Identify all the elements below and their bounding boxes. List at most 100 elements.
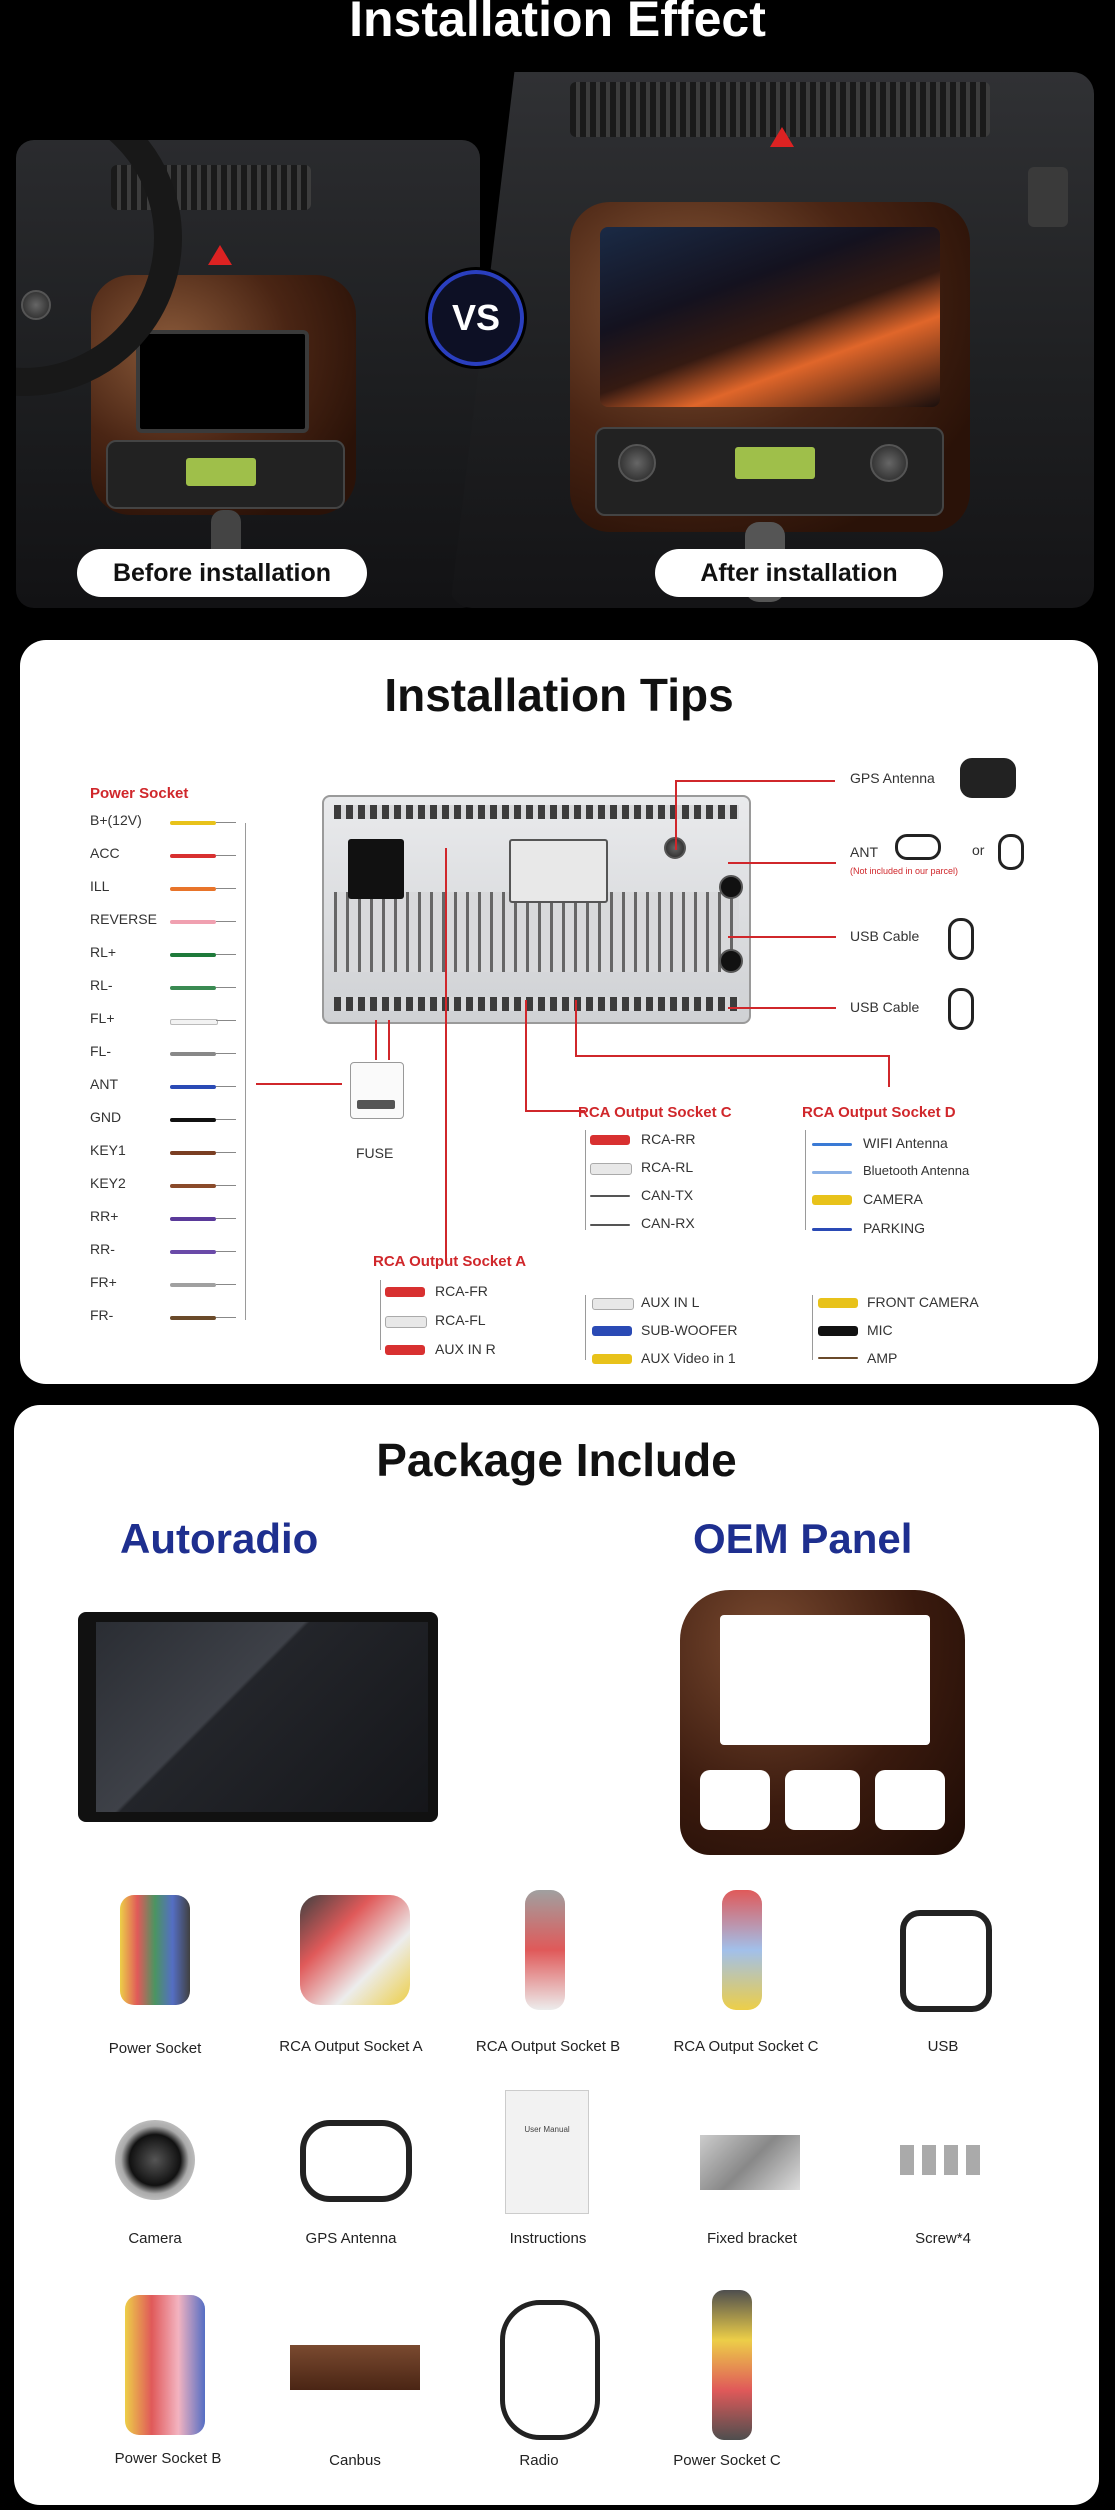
power-wire-label: KEY2 [90, 1175, 126, 1191]
knob [870, 444, 908, 482]
package-item-label: Canbus [329, 2452, 381, 2469]
power-socket-b-thumb [125, 2295, 205, 2435]
guide-line [525, 1110, 585, 1112]
power-wire-color [170, 1052, 216, 1056]
climate-display [735, 447, 815, 479]
power-wire-line [216, 822, 236, 823]
rca-socket-a-thumb [300, 1895, 410, 2005]
power-wire-color [170, 1184, 216, 1188]
ant-adapter-alt-icon [998, 834, 1024, 870]
socket-a-item: AUX IN R [435, 1341, 496, 1357]
usb-port [719, 949, 743, 973]
guide-line [675, 780, 835, 782]
power-wire-label: ACC [90, 845, 120, 861]
gps-antenna-label: GPS Antenna [850, 770, 935, 786]
usb-cable-label-2: USB Cable [850, 999, 920, 1015]
power-wire-line [216, 1218, 236, 1219]
manual-text: User Manual [524, 2125, 570, 2134]
cam-item: MIC [867, 1322, 893, 1338]
aux-item: AUX Video in 1 [641, 1350, 736, 1366]
power-wire-row: FR- [90, 1307, 260, 1327]
power-wire-row: KEY1 [90, 1142, 260, 1162]
rca-plug-blue [592, 1326, 632, 1336]
guide-line [445, 848, 447, 1263]
power-socket-thumb [120, 1895, 190, 2005]
usb-cable-label-1: USB Cable [850, 928, 920, 944]
heatsink-fins [334, 892, 739, 972]
fuse-body [357, 1100, 395, 1109]
power-wire-color [170, 953, 216, 957]
guide-line [675, 780, 677, 850]
package-item-label: Camera [128, 2230, 182, 2247]
rca-connector [509, 839, 608, 903]
power-wire-label: RR- [90, 1241, 115, 1257]
panel-screen-opening [720, 1615, 930, 1745]
canbus-thumb [290, 2345, 420, 2390]
ant-port [719, 875, 743, 899]
power-wire-label: GND [90, 1109, 122, 1125]
guide-line [888, 1055, 890, 1087]
power-wire-line [216, 888, 236, 889]
power-wire-label: KEY1 [90, 1142, 126, 1158]
knob [618, 444, 656, 482]
power-wire-label: REVERSE [90, 911, 157, 927]
power-wire-line [216, 1152, 236, 1153]
socket-a-heading: RCA Output Socket A [373, 1253, 527, 1270]
aux-item: AUX IN L [641, 1294, 700, 1310]
socket-a-item: RCA-FR [435, 1283, 488, 1299]
ant-note: (Not included in our parcel) [850, 866, 959, 876]
head-unit-rear [322, 795, 751, 1024]
socket-d-item: PARKING [863, 1220, 925, 1236]
climate-display [186, 458, 256, 486]
guide-line [525, 1000, 527, 1110]
power-wire-row: RR- [90, 1241, 260, 1261]
power-wire-color [170, 1283, 216, 1287]
bracket-line [805, 1130, 806, 1230]
package-item-label: Power Socket C [673, 2452, 781, 2469]
rca-socket-b-thumb [525, 1890, 565, 2010]
guide-line [256, 1083, 342, 1085]
cam-item: FRONT CAMERA [867, 1294, 979, 1310]
power-wire-label: ANT [90, 1076, 118, 1092]
cam-item: AMP [867, 1350, 898, 1366]
android-screen [600, 227, 940, 407]
package-include-title: Package Include [376, 1434, 737, 1486]
guide-line [375, 1020, 377, 1060]
socket-d-item: WIFI Antenna [863, 1135, 948, 1151]
socket-c-item: RCA-RL [641, 1159, 694, 1175]
power-wire-line [216, 987, 236, 988]
power-socket-heading: Power Socket [90, 785, 189, 802]
installation-effect-title: Installation Effect [349, 0, 766, 47]
socket-d-item: CAMERA [863, 1191, 923, 1207]
power-wire-row: ANT [90, 1076, 260, 1096]
hazard-icon [208, 245, 232, 265]
power-wire-color [170, 1316, 216, 1320]
power-wire-color [170, 1217, 216, 1221]
power-socket-c-thumb [712, 2290, 752, 2440]
rca-plug-yellow [592, 1354, 632, 1364]
side-switch [1028, 167, 1068, 227]
socket-c-item: CAN-RX [641, 1215, 695, 1231]
usb-cable-icon [948, 988, 974, 1030]
autoradio-screen [96, 1622, 428, 1812]
vs-badge: VS [428, 270, 524, 366]
power-wire-color [170, 821, 216, 825]
power-wire-color [170, 854, 216, 858]
radio-thumb [500, 2300, 600, 2440]
oem-panel-image [680, 1590, 965, 1855]
rca-plug-white [385, 1316, 427, 1328]
socket-a-item: RCA-FL [435, 1312, 486, 1328]
guide-line [728, 862, 836, 864]
power-wire-row: KEY2 [90, 1175, 260, 1195]
usb-cable-icon [948, 918, 974, 960]
power-wire-label: FR- [90, 1307, 114, 1323]
socket-c-item: CAN-TX [641, 1187, 694, 1203]
guide-line [388, 1020, 390, 1060]
ant-label: ANT [850, 844, 878, 860]
installation-tips-title: Installation Tips [384, 669, 734, 721]
power-wire-row: REVERSE [90, 911, 260, 931]
rca-plug-yellow [818, 1298, 858, 1308]
bracket-line [585, 1295, 586, 1360]
package-item-label: USB [927, 2038, 959, 2055]
gps-antenna-thumb [300, 2120, 412, 2202]
